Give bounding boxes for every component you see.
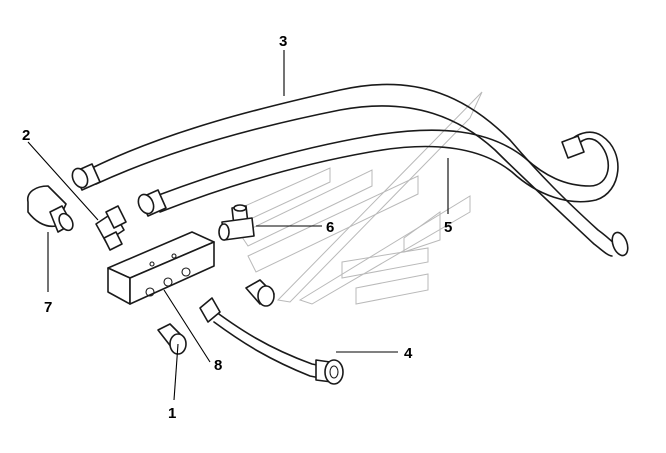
plug-fitting-upper bbox=[245, 279, 275, 307]
callout-6: 6 bbox=[326, 219, 334, 236]
hose-3 bbox=[71, 83, 629, 257]
callout-5: 5 bbox=[444, 219, 452, 236]
tee-fitting-6 bbox=[218, 204, 255, 241]
leader-lines bbox=[27, 50, 449, 401]
hose-4 bbox=[199, 297, 344, 385]
background-watermark bbox=[235, 91, 483, 305]
callout-1: 1 bbox=[168, 405, 176, 422]
hose-5 bbox=[137, 129, 619, 217]
callout-3: 3 bbox=[279, 33, 287, 50]
callout-4: 4 bbox=[404, 345, 413, 362]
distribution-block-8 bbox=[107, 231, 215, 305]
callout-8: 8 bbox=[214, 357, 222, 374]
elbow-fitting-7 bbox=[26, 185, 74, 233]
plug-fitting-1 bbox=[157, 323, 187, 355]
angle-fitting-2 bbox=[95, 205, 127, 251]
callout-2: 2 bbox=[22, 127, 30, 144]
callout-7: 7 bbox=[44, 299, 52, 316]
